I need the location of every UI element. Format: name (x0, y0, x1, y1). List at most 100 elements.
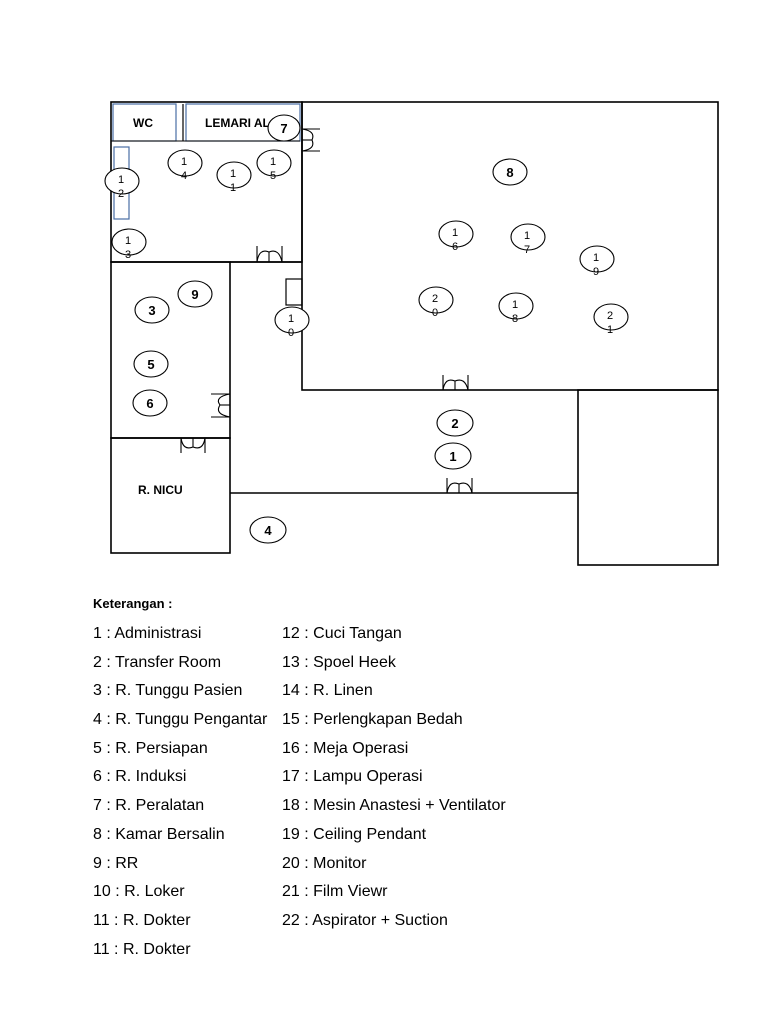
legend-item: 19 : Ceiling Pendant (282, 825, 427, 843)
door-icon (446, 478, 473, 494)
marker-label: 1 (593, 252, 599, 264)
marker-label: 1 (524, 230, 530, 242)
legend-title: Keterangan : (93, 596, 173, 611)
door-icon (256, 246, 283, 263)
marker-label: 9 (191, 287, 198, 302)
legend-item: 11 : R. Dokter (93, 911, 191, 929)
door-symbols (180, 128, 473, 494)
marker-3: 3 (134, 296, 170, 324)
marker-ellipse (438, 220, 474, 248)
marker-label: 2 (451, 416, 458, 431)
room-label-nicu: R. NICU (138, 483, 183, 497)
marker-16: 16 (438, 220, 474, 253)
door-icon (301, 128, 320, 152)
room-middle-left (110, 261, 231, 439)
room-label-lemari-alat: LEMARI ALAT (205, 116, 286, 130)
marker-21: 21 (593, 303, 629, 336)
marker-label: 1 (607, 324, 613, 336)
marker-label: 1 (512, 299, 518, 311)
marker-label: 1 (125, 235, 131, 247)
marker-ellipse (177, 280, 213, 308)
marker-17: 17 (510, 223, 546, 256)
marker-9: 9 (177, 280, 213, 308)
room-label-wc: WC (133, 116, 153, 130)
marker-ellipse (256, 149, 292, 177)
marker-label: 9 (593, 266, 599, 278)
marker-label: 6 (452, 241, 458, 253)
marker-ellipse (593, 303, 629, 331)
legend-item: 14 : R. Linen (282, 682, 373, 700)
marker-label: 2 (607, 310, 613, 322)
marker-14: 14 (167, 149, 203, 182)
marker-10: 10 (274, 306, 310, 339)
marker-13: 13 (111, 228, 147, 261)
marker-ellipse (579, 245, 615, 273)
marker-5: 5 (133, 350, 169, 378)
marker-8: 8 (492, 158, 528, 186)
legend-item: 16 : Meja Operasi (282, 739, 409, 757)
door-icon (211, 393, 231, 418)
marker-7: 7 (267, 114, 301, 142)
marker-label: 2 (118, 188, 124, 200)
marker-19: 19 (579, 245, 615, 278)
marker-ellipse (267, 114, 301, 142)
marker-label: 8 (512, 313, 518, 325)
marker-ellipse (492, 158, 528, 186)
legend-item: 4 : R. Tunggu Pengantar (93, 711, 268, 729)
marker-ellipse (418, 286, 454, 314)
marker-label: 1 (449, 449, 456, 464)
marker-ellipse (111, 228, 147, 256)
marker-label: 7 (280, 121, 287, 136)
room-nicu (110, 437, 231, 554)
marker-label: 4 (264, 523, 272, 538)
marker-20: 20 (418, 286, 454, 319)
floor-plan: WC LEMARI ALAT R. NICU 12345678910111213… (104, 101, 719, 566)
marker-ellipse (134, 296, 170, 324)
marker-11: 11 (216, 161, 252, 194)
marker-label: 1 (270, 156, 276, 168)
locker-box (285, 278, 303, 306)
legend-item: 11 : R. Dokter (93, 940, 191, 958)
legend-item: 13 : Spoel Heek (282, 653, 396, 671)
room-bottom-right (577, 389, 719, 566)
marker-label: 3 (148, 303, 155, 318)
marker-label: 7 (524, 244, 530, 256)
legend-item: 8 : Kamar Bersalin (93, 825, 225, 843)
legend-item: 21 : Film Viewr (282, 883, 388, 901)
marker-ellipse (216, 161, 252, 189)
marker-15: 15 (256, 149, 292, 182)
legend-item: 6 : R. Induksi (93, 768, 187, 786)
marker-ellipse (132, 389, 168, 417)
marker-label: 3 (125, 249, 131, 261)
legend-item: 5 : R. Persiapan (93, 739, 208, 757)
marker-1: 1 (434, 442, 472, 470)
legend-item: 20 : Monitor (282, 854, 367, 872)
legend-item: 17 : Lampu Operasi (282, 768, 423, 786)
legend-item: 2 : Transfer Room (93, 653, 222, 671)
legend-item: 10 : R. Loker (93, 883, 185, 901)
room-kamar-bersalin (301, 101, 719, 391)
legend-item: 7 : R. Peralatan (93, 797, 205, 815)
legend-item: 1 : Administrasi (93, 625, 202, 642)
legend-item: 3 : R. Tunggu Pasien (93, 682, 243, 700)
legend-item: 12 : Cuci Tangan (282, 625, 402, 642)
marker-label: 5 (270, 170, 276, 182)
marker-label: 1 (452, 227, 458, 239)
marker-label: 0 (288, 327, 294, 339)
marker-ellipse (274, 306, 310, 334)
legend-column-right: 12 : Cuci Tangan 13 : Spoel Heek 14 : R. L… (282, 625, 506, 941)
marker-4: 4 (249, 516, 287, 544)
marker-label: 5 (147, 357, 154, 372)
marker-label: 1 (230, 182, 236, 194)
marker-6: 6 (132, 389, 168, 417)
marker-ellipse (498, 292, 534, 320)
legend-column-left: 1 : Administrasi 2 : Transfer Room 3 : R. … (93, 625, 267, 969)
marker-ellipse (167, 149, 203, 177)
marker-ellipse (510, 223, 546, 251)
marker-label: 0 (432, 307, 438, 319)
marker-label: 1 (288, 313, 294, 325)
legend-item: 9 : RR (93, 854, 139, 872)
marker-label: 6 (146, 396, 153, 411)
legend-item: 15 : Perlengkapan Bedah (282, 711, 463, 729)
